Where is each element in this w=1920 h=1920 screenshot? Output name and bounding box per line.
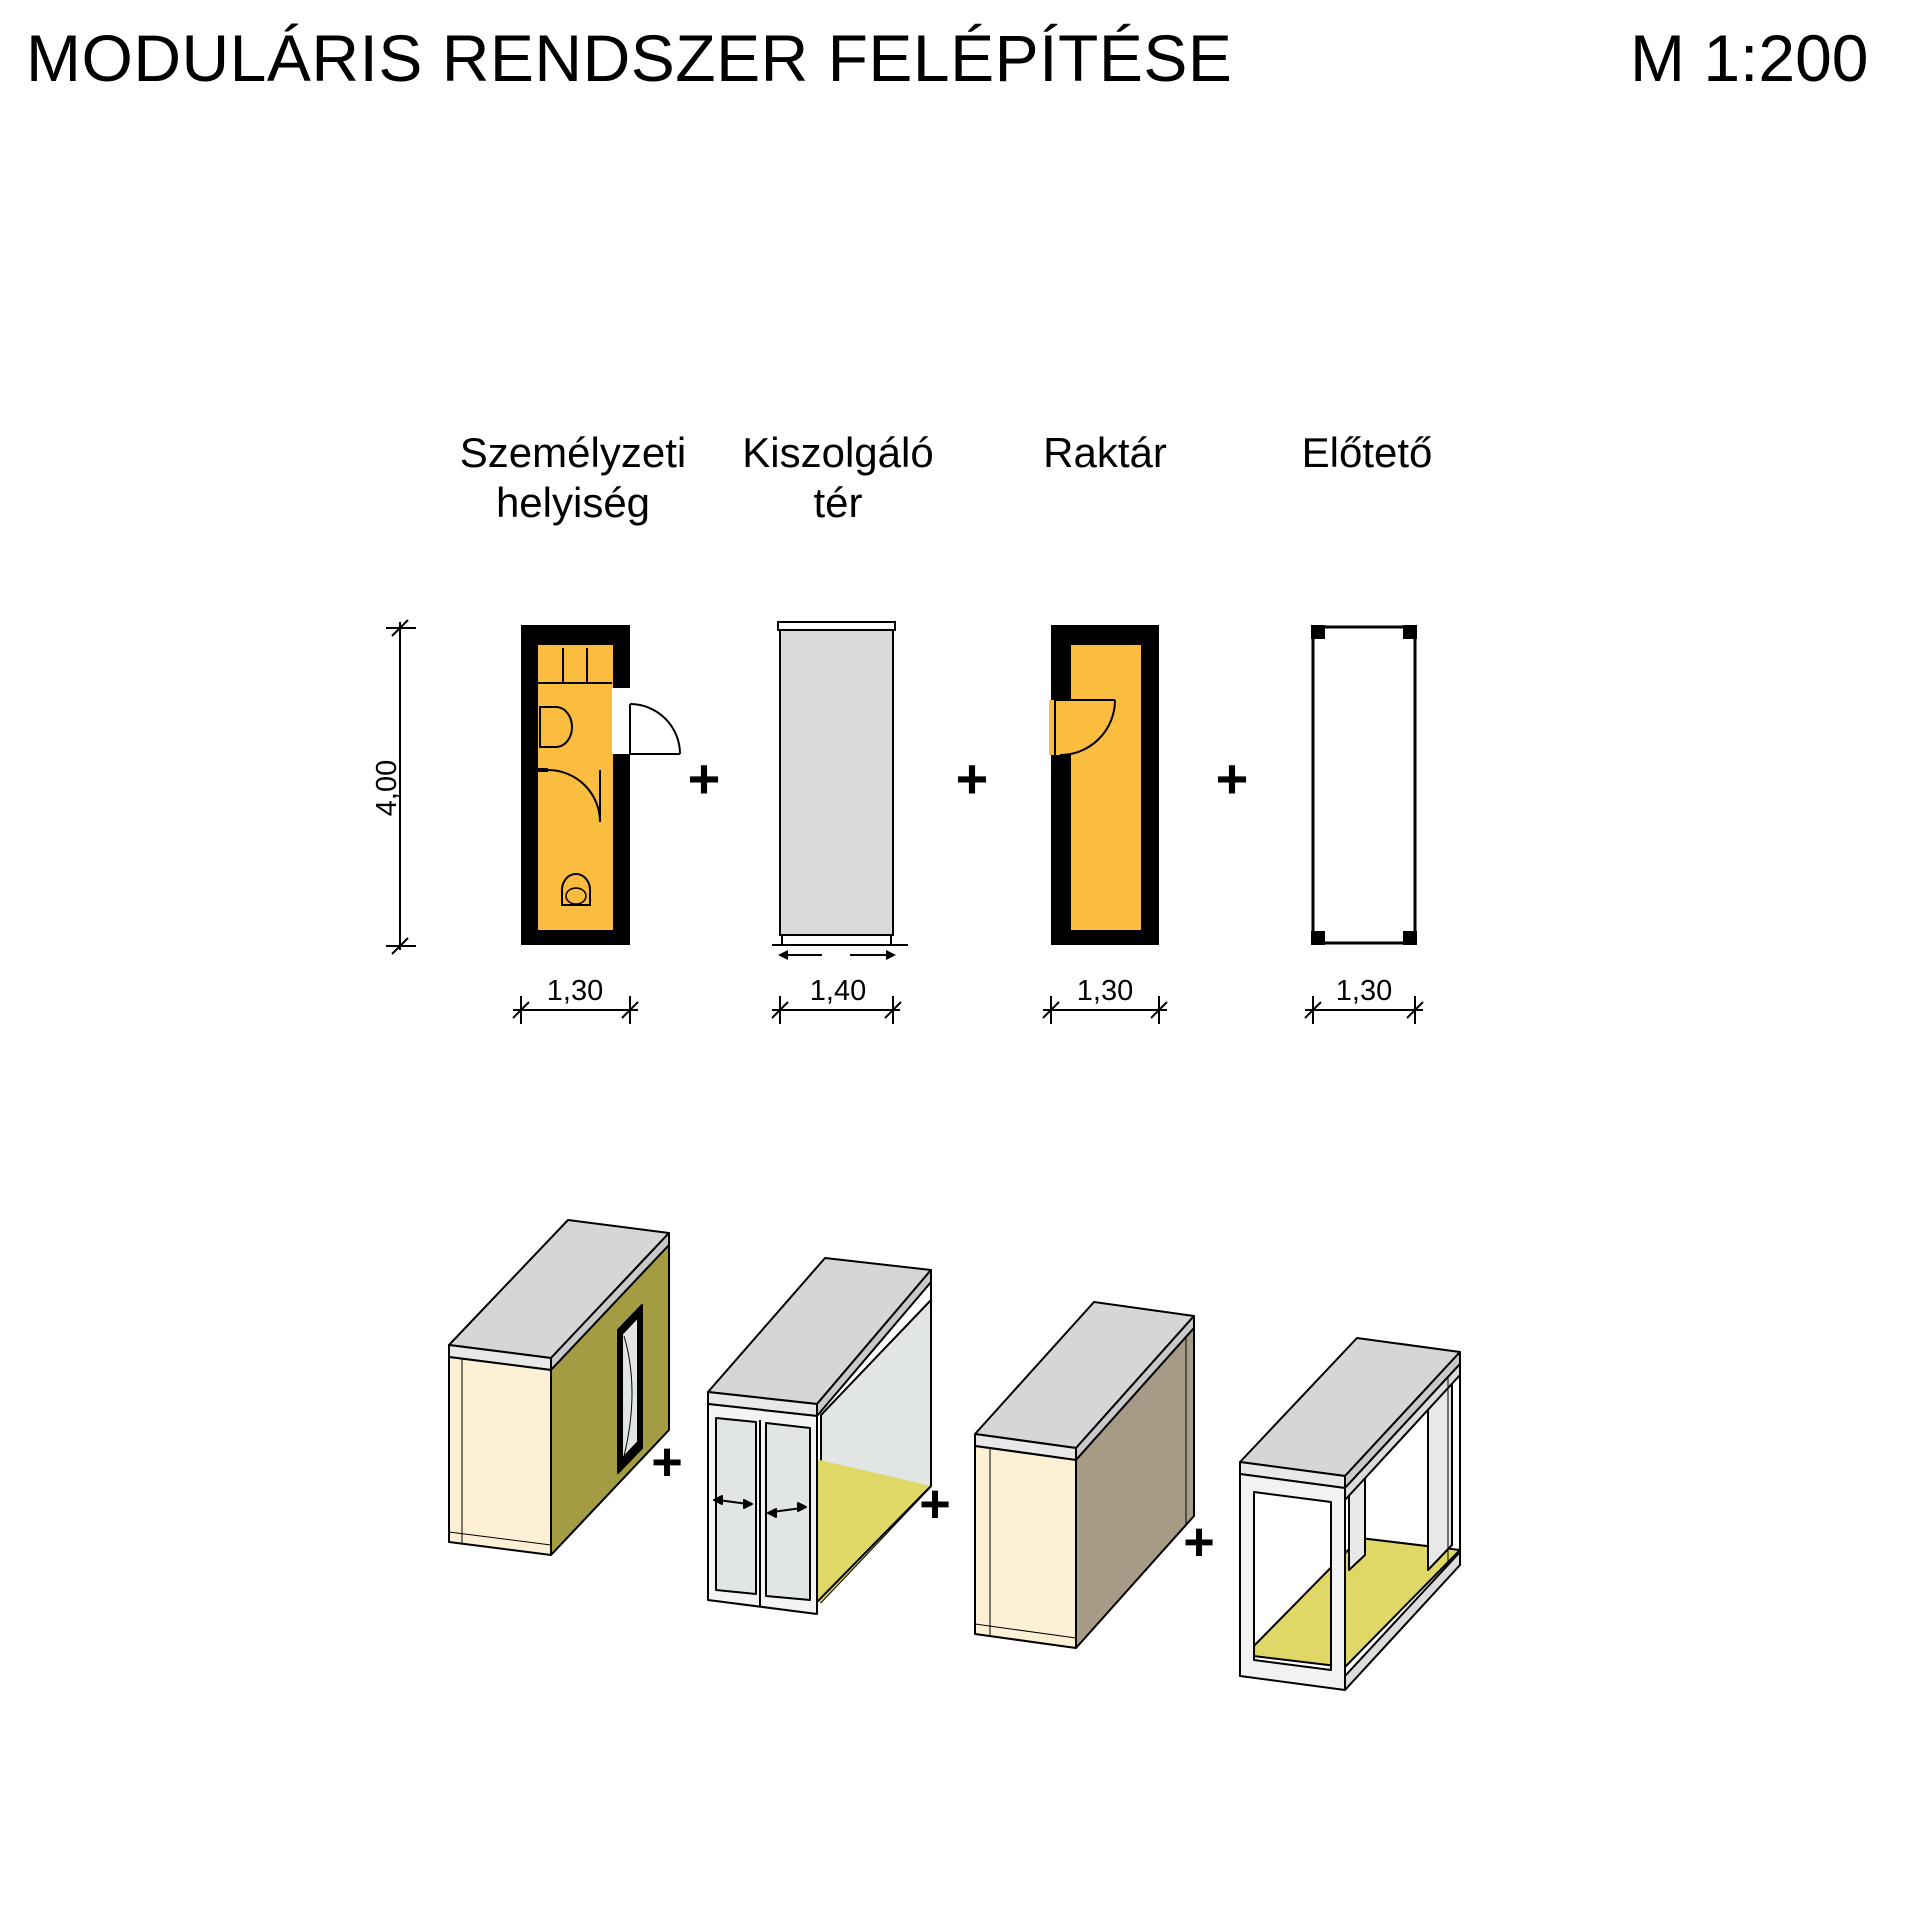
width-label-service-space: 1,40 [810, 975, 866, 1007]
height-dimension [386, 619, 416, 955]
axo-staff-room [448, 1219, 670, 1556]
plan-staff-room [521, 625, 681, 945]
width-label-storage: 1,30 [1077, 975, 1133, 1007]
module-label-staff-room: Személyzeti helyiség [413, 428, 733, 528]
width-dimension-service-space [771, 996, 902, 1024]
module-label-line1: Személyzeti [459, 429, 687, 476]
module-label-canopy: Előtető [1207, 428, 1527, 478]
plus-sign: + [956, 747, 989, 810]
module-label-line1: Raktár [1043, 429, 1167, 476]
width-dimension-staff-room [512, 996, 639, 1024]
plan-service-space [772, 621, 908, 960]
height-dimension-label: 4,00 [371, 760, 403, 816]
module-label-line2: helyiség [495, 479, 651, 526]
module-label-service-space: Kiszolgáló tér [678, 428, 998, 528]
plus-sign: + [651, 1432, 683, 1492]
module-label-line1: Előtető [1301, 429, 1433, 476]
axo-service-space [707, 1257, 932, 1615]
module-label-line2: tér [813, 479, 863, 526]
plan-canopy [1311, 625, 1417, 945]
module-label-storage: Raktár [945, 428, 1265, 478]
width-dimension-canopy [1304, 996, 1424, 1024]
width-label-canopy: 1,30 [1336, 975, 1392, 1007]
drawing-scale: M 1:200 [1630, 21, 1869, 95]
width-dimension-storage [1042, 996, 1168, 1024]
plus-sign: + [1183, 1512, 1215, 1572]
drawing-title: MODULÁRIS RENDSZER FELÉPÍTÉSE [26, 21, 1233, 95]
plus-sign: + [1216, 747, 1249, 810]
axo-canopy [1239, 1337, 1461, 1691]
axo-storage [974, 1301, 1195, 1649]
module-label-line1: Kiszolgáló [742, 429, 934, 476]
plus-sign: + [688, 747, 721, 810]
plan-storage [1049, 625, 1159, 945]
plus-sign: + [919, 1474, 951, 1534]
width-label-staff-room: 1,30 [547, 975, 603, 1007]
